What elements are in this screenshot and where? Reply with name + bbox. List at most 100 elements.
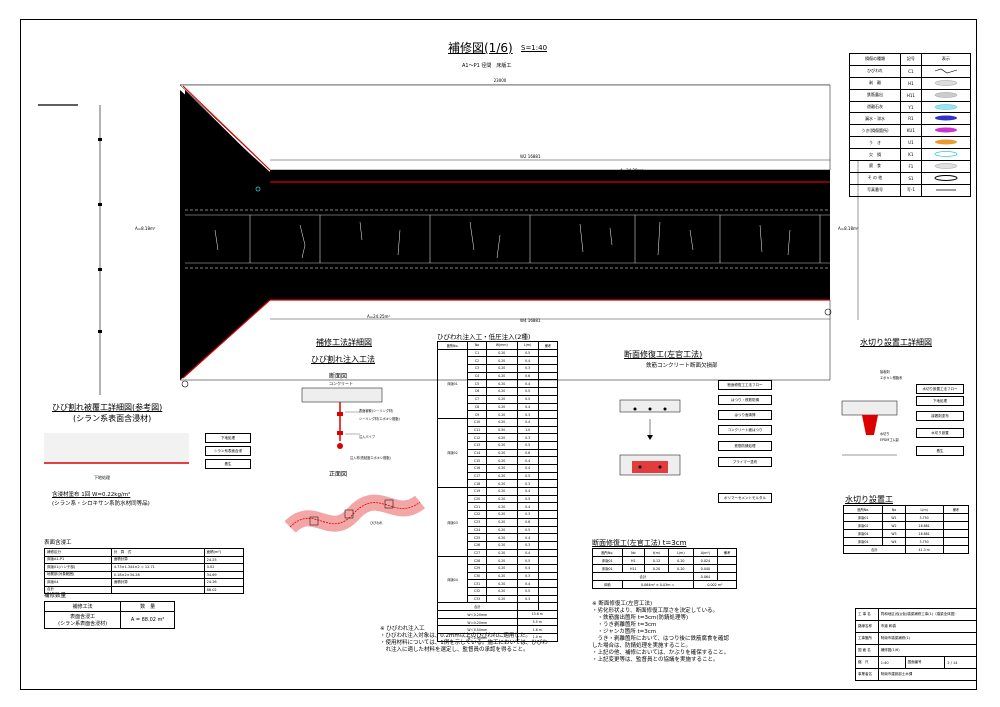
water-cut-diagram — [841, 400, 898, 456]
legend-header-type: 損傷の種類 — [849, 53, 901, 66]
corrosion-symbol-icon — [934, 163, 958, 169]
inject-section-diagram — [301, 387, 383, 449]
water-label-2: 水切り — [880, 432, 890, 436]
water-flow-step-0: 水切り設置工法フロー — [916, 384, 964, 394]
crack-detail-material2: (シラン系・シロキサン系防水材同等品) — [52, 501, 150, 507]
title-block: 工 事 名同和地区(仮)(仮)橋梁補修工事(1)（橋梁全体図） 路線名称市道 和… — [855, 608, 978, 681]
water-cut-title: 水切り設置工詳細図 — [860, 338, 932, 347]
plan-label-a: A=8.18m² — [135, 226, 156, 231]
inject-section-label: 断面図 — [329, 373, 348, 380]
plan-label-e: A=8.18m² — [838, 226, 859, 231]
water-flow-step-3: 水切り設置 — [916, 428, 964, 438]
legend-header-sym: 表示 — [920, 53, 972, 66]
page-title: 補修図(1/6) — [448, 41, 513, 55]
detail-title: 補修工法詳細図 — [316, 338, 372, 347]
photo-symbol-icon — [935, 189, 956, 191]
inject-front-crack-label: ひびわれ — [370, 521, 383, 525]
legend-row: 写真番号写-1 — [849, 183, 972, 197]
inject-label-2: 注入パイプ — [359, 435, 375, 439]
water-label-1: エポキシ樹脂系 — [880, 376, 903, 380]
section-flow-step-0: 断面修復工工法フロー — [718, 380, 772, 390]
crack-flow-step-1: シラン系表面含浸 — [205, 446, 251, 456]
loss-symbol-icon — [934, 151, 958, 157]
inject-label-3: 注入材(低粘度エポキシ樹脂) — [350, 456, 391, 460]
inject-label-1: シーリング材(エポキシ樹脂) — [359, 417, 400, 421]
section-flow-step-5: プライマー塗布 — [718, 457, 772, 467]
qty-title: 補修数量 — [44, 593, 67, 599]
legend-row: うき(損傷箇所)KU1 — [849, 124, 972, 138]
surface-table-title: 表面含浸工 — [44, 540, 72, 546]
subtitle: A1〜P1 径間 床版工 — [462, 63, 512, 69]
section-flow-step-4: 鉄筋防錆処理 — [718, 441, 772, 451]
crack-detail-diagram — [44, 433, 189, 464]
section-repair-title: 断面修復工(左官工法) — [624, 350, 703, 359]
inject-concrete-label: コンクリート — [329, 381, 353, 386]
crack-detail-title: ひび割れ被覆工詳細図(参考図) — [52, 403, 163, 412]
plan-label-d: A=34.28m² — [620, 168, 643, 173]
notes-section: ※ 断面修復工(左官工法) ・劣化形状より、断面修復工厚さを決定している。 ・鉄… — [592, 601, 730, 663]
water-flow-step-4: 養生 — [916, 446, 964, 456]
qty-table: 補修工法数 量 表面含浸工(シラン系表面含浸材)A = 88.02 m² — [43, 601, 175, 629]
inject-label-0: 表面被覆(シーリング材) — [359, 409, 394, 413]
efflorescence-symbol-icon — [934, 103, 958, 110]
float-symbol-icon — [934, 139, 957, 145]
float-damage-symbol-icon — [934, 127, 957, 133]
inject-front-diagram — [285, 494, 425, 534]
section-flow-step-1: はつり・鉄筋防錆 — [718, 395, 772, 405]
drawing-frame — [20, 19, 977, 690]
section-repair-diagram — [619, 399, 681, 476]
plan-dim-top: 23000 — [494, 78, 507, 83]
leak-symbol-icon — [934, 115, 957, 121]
peel-symbol-icon — [934, 79, 958, 86]
section-repair-subtitle: 鉄筋コンクリート断面欠損部 — [646, 363, 718, 369]
crack-detail-material: 含浸材塗布 1回 W=0.22kg/m² — [52, 492, 131, 498]
water-flow-step-2: 接着剤塗布 — [916, 411, 964, 421]
rebar-symbol-icon — [934, 91, 958, 98]
scale-label: S=1:40 — [521, 44, 548, 52]
water-label-0: 接着剤 — [880, 370, 890, 374]
crack-flow-step-2: 養生 — [205, 459, 251, 469]
crack-flow-step-0: 下地処理 — [205, 433, 251, 443]
section-flow-step-2: はつり面清掃 — [718, 410, 772, 420]
plan-dim-w2: W4 16881 — [520, 318, 541, 323]
legend-header-code: 記号 — [899, 53, 922, 66]
crack-detail-subtitle: (シラン系表面含浸材) — [73, 414, 152, 423]
crack-detail-base: 下地処理 — [94, 475, 110, 480]
section-flow-step-6: ポリマーセメントモルタル — [718, 493, 772, 503]
water-label-3: EPDMゴム製 — [880, 438, 899, 442]
